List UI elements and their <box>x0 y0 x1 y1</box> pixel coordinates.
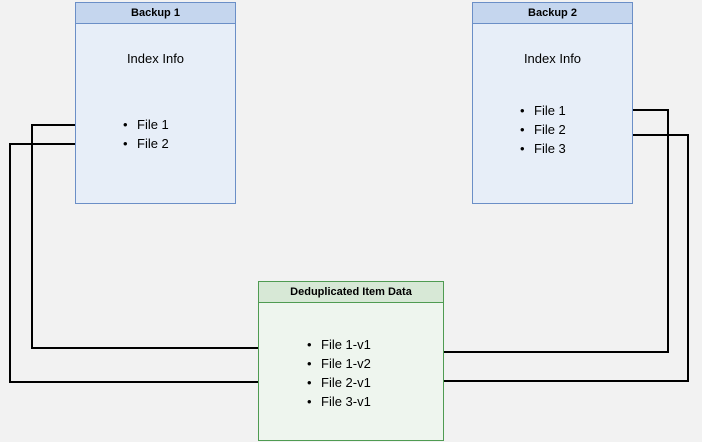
backup-2-file-list-wrap: File 1 File 2 File 3 <box>520 101 566 158</box>
list-item: File 2 <box>123 134 169 153</box>
list-item: File 1-v1 <box>307 335 371 354</box>
list-item: File 2-v1 <box>307 373 371 392</box>
list-item: File 3-v1 <box>307 392 371 411</box>
backup-1-file-list: File 1 File 2 <box>123 115 169 153</box>
backup-2-box: Backup 2 Index Info File 1 File 2 File 3 <box>472 2 633 204</box>
list-item: File 1-v2 <box>307 354 371 373</box>
list-item: File 2 <box>520 120 566 139</box>
backup-1-box: Backup 1 Index Info File 1 File 2 <box>75 2 236 204</box>
list-item: File 3 <box>520 139 566 158</box>
backup-1-file-list-wrap: File 1 File 2 <box>123 115 169 153</box>
backup-2-title: Backup 2 <box>473 3 632 24</box>
dedup-file-list: File 1-v1 File 1-v2 File 2-v1 File 3-v1 <box>307 335 371 411</box>
backup-1-heading: Index Info <box>126 51 185 66</box>
deduplicated-item-data-box: Deduplicated Item Data File 1-v1 File 1-… <box>258 281 444 441</box>
list-item: File 1 <box>520 101 566 120</box>
list-item: File 1 <box>123 115 169 134</box>
backup-1-title: Backup 1 <box>76 3 235 24</box>
backup-2-file-list: File 1 File 2 File 3 <box>520 101 566 158</box>
dedup-file-list-wrap: File 1-v1 File 1-v2 File 2-v1 File 3-v1 <box>307 335 371 411</box>
backup-2-heading: Index Info <box>523 51 582 66</box>
deduplicated-item-data-title: Deduplicated Item Data <box>259 282 443 303</box>
